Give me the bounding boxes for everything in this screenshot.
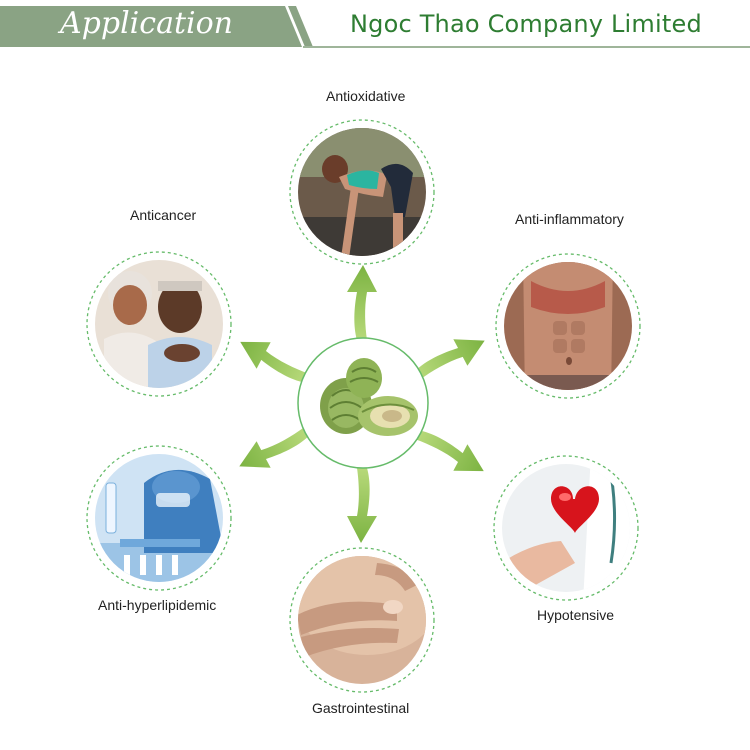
anti-inflammatory-label: Anti-inflammatory [515,211,624,227]
section-title: Application [60,6,233,41]
arrow-up-icon [347,265,377,340]
anti-inflammatory-image [495,253,641,399]
header-banner: Application Ngoc Thao Company Limited [0,0,750,50]
hypotensive-label: Hypotensive [537,607,615,623]
header-background [0,6,750,48]
gastrointestinal-image [289,547,435,693]
anti-hyperlipidemic-label: Anti-hyperlipidemic [98,597,217,613]
anticancer-label: Anticancer [130,207,197,223]
hypotensive-image [493,455,639,601]
anti-hyperlipidemic-image [86,445,232,591]
gastrointestinal-label: Gastrointestinal [312,700,410,716]
artichoke-image [297,337,429,469]
antioxidative-image [289,119,435,265]
arrow-down-icon [347,468,377,543]
antioxidative-label: Antioxidative [326,88,406,104]
anticancer-image [86,251,232,397]
company-name: Ngoc Thao Company Limited [350,10,702,38]
